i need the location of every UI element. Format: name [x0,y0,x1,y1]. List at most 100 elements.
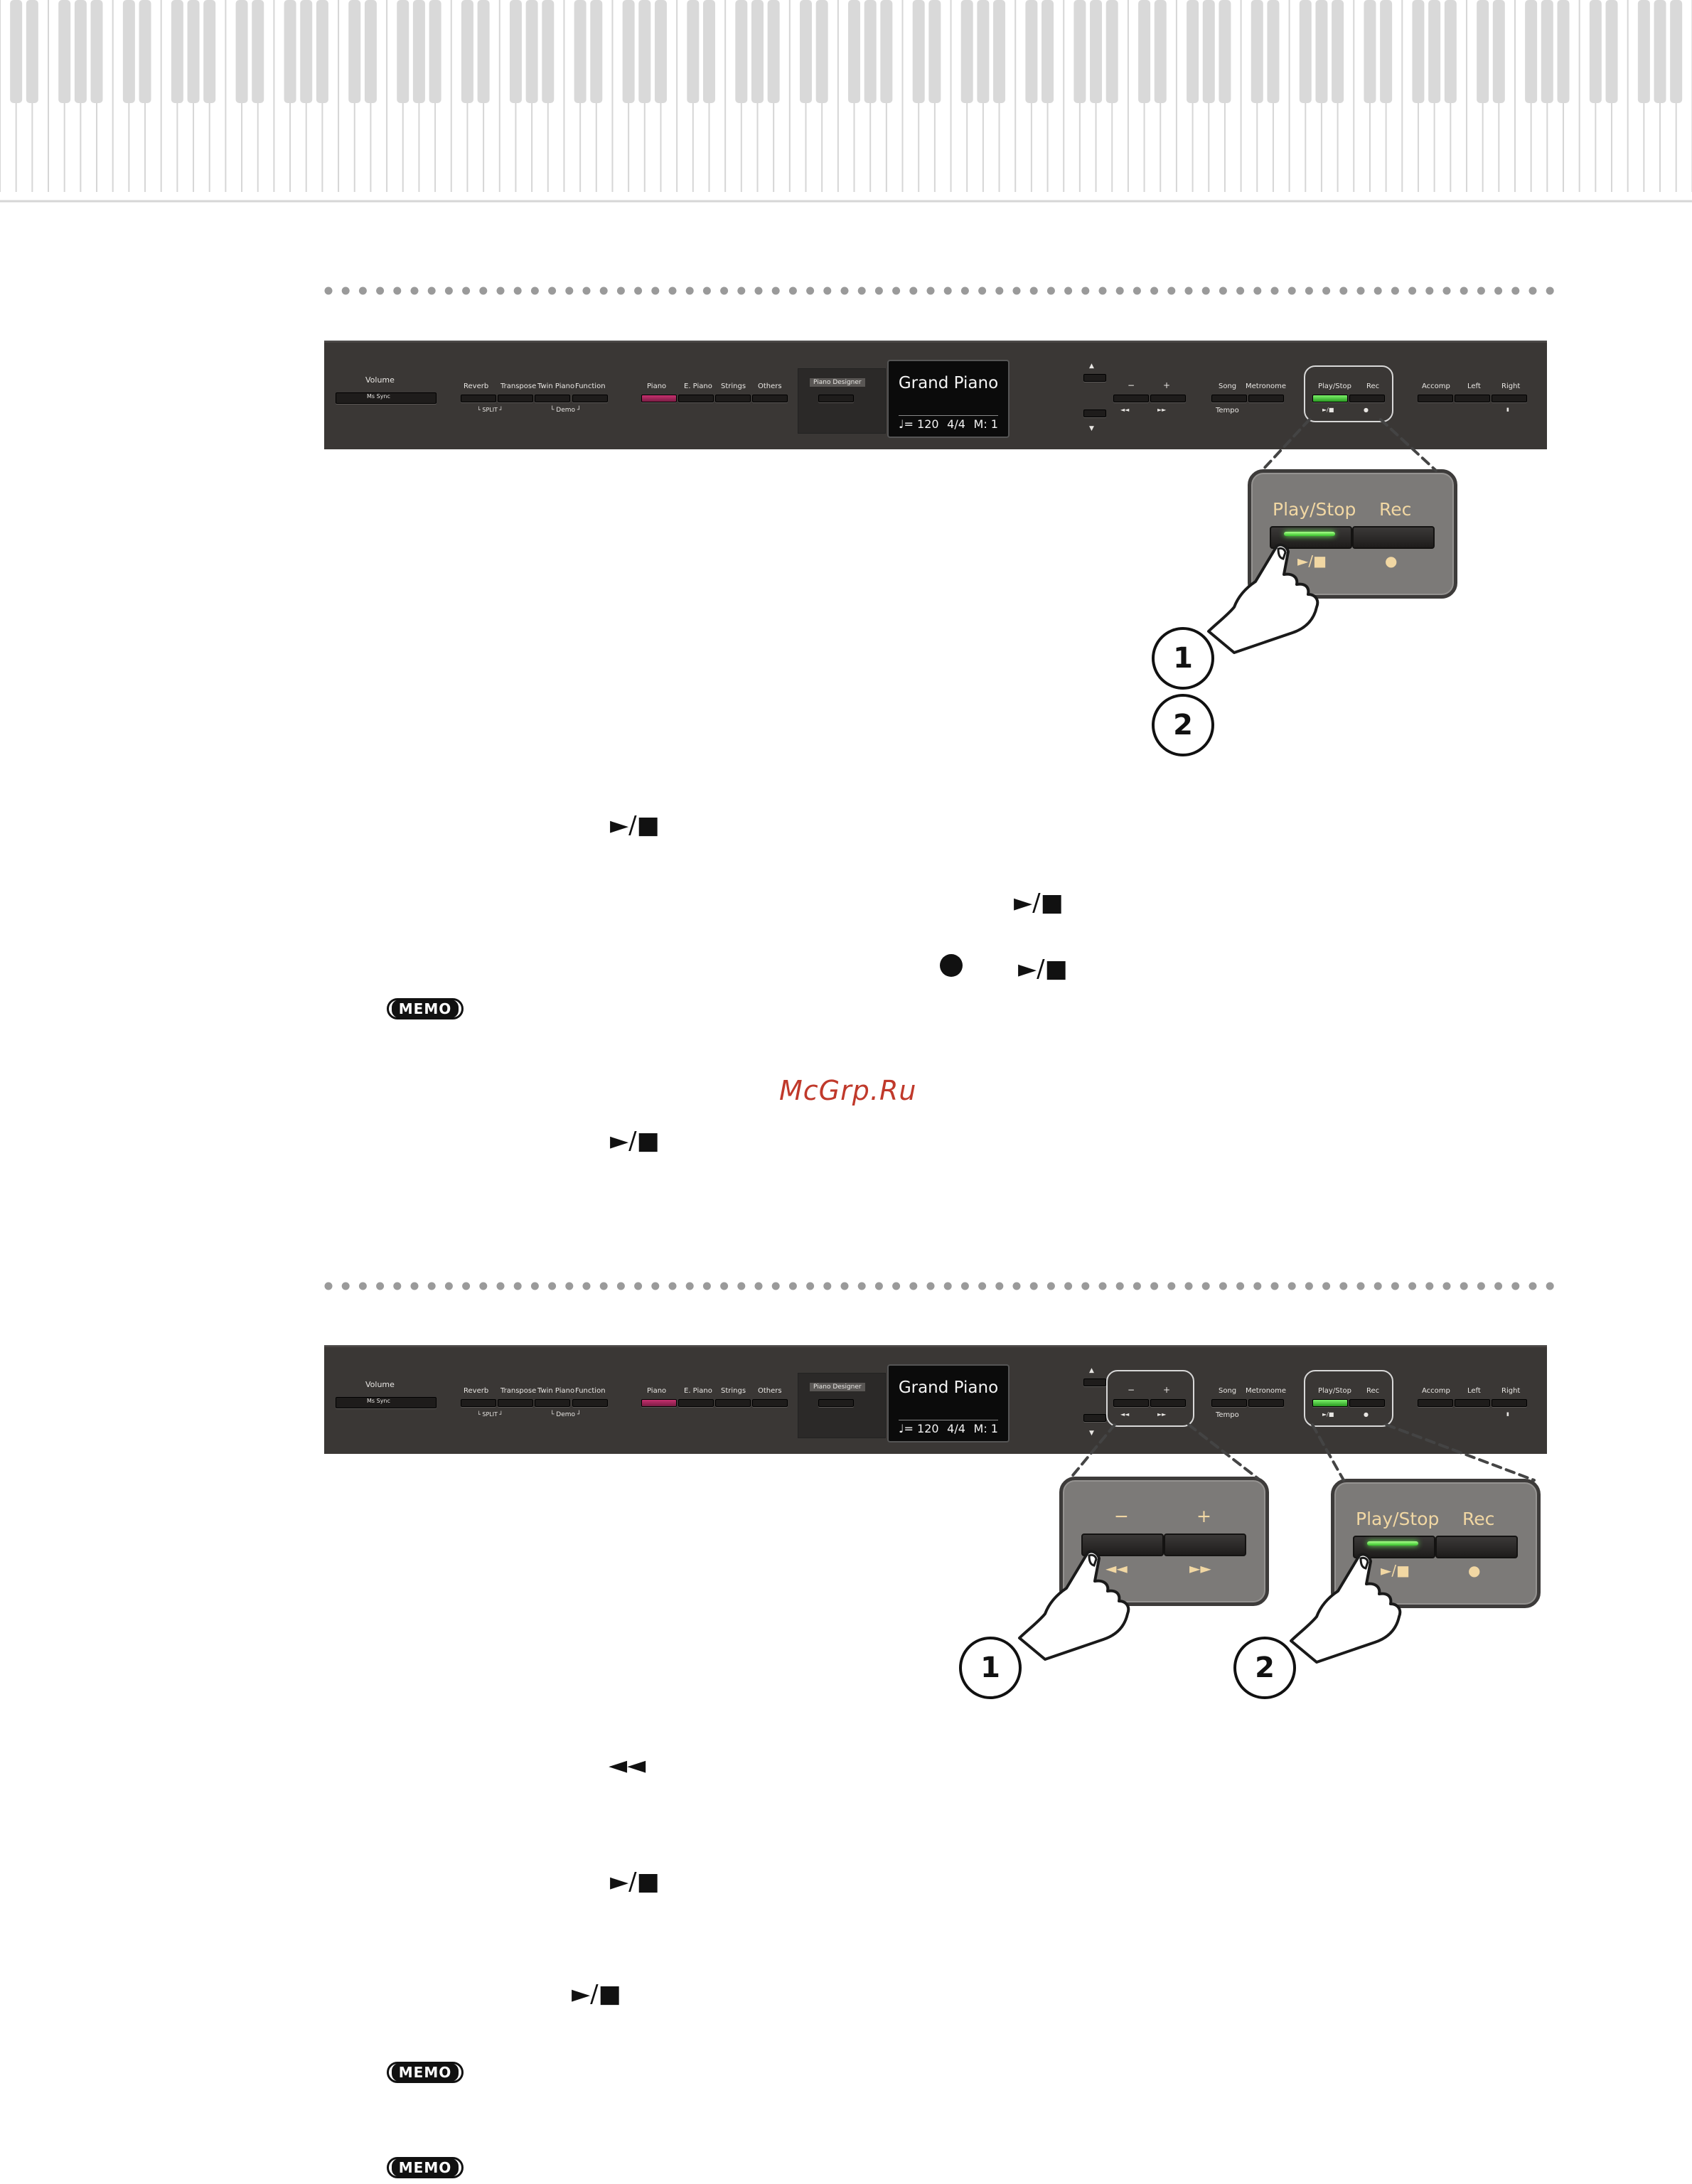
rec-button[interactable] [1349,395,1385,402]
tone-button-0[interactable] [461,1399,496,1407]
divider-dot [634,1282,643,1290]
left-button[interactable] [1455,1399,1490,1407]
divider-dot [702,287,711,295]
divider-dot [1442,1282,1451,1290]
tone-button-0[interactable] [461,395,496,402]
plus-button[interactable] [1150,395,1186,402]
tone-button-3[interactable] [572,1399,608,1407]
ff-symbol: ►► [1157,407,1167,413]
black-key [977,0,990,103]
divider-dot [685,1282,694,1290]
right-button[interactable] [1492,395,1527,402]
piano-designer-area: Piano Designer [798,368,886,434]
playstop-button[interactable] [1312,395,1348,402]
right-button[interactable] [1492,1399,1527,1407]
divider-dot [1133,1282,1141,1290]
voice-button-1[interactable] [678,395,714,402]
tone-button-1[interactable] [498,395,533,402]
metronome-button[interactable] [1248,395,1284,402]
playstop-symbol: ►/■ [1322,1411,1334,1418]
voice-label-2: Strings [721,382,746,390]
minus-label: − [1128,1385,1135,1395]
black-key [1637,0,1650,103]
playstop-button[interactable] [1312,1399,1348,1407]
divider-dot [548,287,557,295]
voice-button-0[interactable] [641,1399,677,1407]
divider-dot [1546,287,1554,295]
divider-dot [754,287,763,295]
divider-dot [651,287,660,295]
divider-dot [823,287,832,295]
metronome-button[interactable] [1248,1399,1284,1407]
divider-dot [737,287,746,295]
black-key [26,0,38,103]
voice-button-3[interactable] [752,1399,788,1407]
accomp-button[interactable] [1418,1399,1453,1407]
split-label: └ SPLIT ┘ [477,407,503,413]
voice-button-0[interactable] [641,395,677,402]
minus-button[interactable] [1113,1399,1149,1407]
song-button[interactable] [1211,1399,1247,1407]
minus-button[interactable] [1113,395,1149,402]
plus-ff-button[interactable] [1164,1533,1246,1556]
black-key [815,0,828,103]
voice-button-3[interactable] [752,395,788,402]
rewind-symbol-inline: ◄◄ [609,1751,646,1779]
rec-button[interactable] [1352,526,1435,549]
down-button[interactable] [1083,410,1106,417]
black-key [1332,0,1344,103]
playstop-button[interactable] [1353,1536,1435,1558]
volume-slider[interactable] [336,392,437,404]
voice-button-2[interactable] [715,1399,751,1407]
hand-icon [1207,543,1319,654]
divider-dot [1494,287,1503,295]
divider-dot [857,287,866,295]
accomp-button[interactable] [1418,395,1453,402]
minus-label: − [1114,1506,1129,1526]
step-2-marker: 2 [1233,1637,1296,1699]
minus-rewind-button[interactable] [1081,1533,1164,1556]
playstop-label: Play/Stop [1356,1509,1440,1529]
voice-label-1: E. Piano [684,1387,712,1395]
volume-label: Volume [365,1380,395,1389]
tone-button-1[interactable] [498,1399,533,1407]
divider-dot [1029,287,1038,295]
tone-button-2[interactable] [535,1399,570,1407]
tone-button-3[interactable] [572,395,608,402]
tone-button-label-1: Transpose [500,1387,537,1395]
plus-button[interactable] [1150,1399,1186,1407]
volume-label: Volume [365,375,395,385]
hand-icon [1290,1553,1402,1664]
accomp-label: Accomp [1422,1387,1450,1395]
black-key [928,0,941,103]
up-button[interactable] [1083,1379,1106,1386]
section-divider [324,1282,1554,1290]
divider-dot [1391,1282,1399,1290]
voice-button-2[interactable] [715,395,751,402]
left-button[interactable] [1455,395,1490,402]
down-button[interactable] [1083,1414,1106,1422]
section-divider [324,287,1554,295]
piano-designer-button[interactable] [818,395,854,402]
voice-button-1[interactable] [678,1399,714,1407]
rec-button[interactable] [1349,1399,1385,1407]
divider-dot [1287,1282,1296,1290]
divider-dot [324,1282,333,1290]
volume-slider[interactable] [336,1397,437,1408]
song-button[interactable] [1211,395,1247,402]
rec-button[interactable] [1435,1536,1518,1558]
divider-dot [1064,287,1073,295]
piano-designer-label: Piano Designer [810,378,865,387]
voice-label-2: Strings [721,1387,746,1395]
black-key [235,0,248,103]
black-key [735,0,748,103]
up-button[interactable] [1083,374,1106,382]
divider-dot [530,1282,539,1290]
black-key [751,0,764,103]
up-arrow: ▲ [1089,363,1094,370]
piano-designer-button[interactable] [818,1399,854,1407]
tone-button-2[interactable] [535,395,570,402]
black-key [542,0,555,103]
